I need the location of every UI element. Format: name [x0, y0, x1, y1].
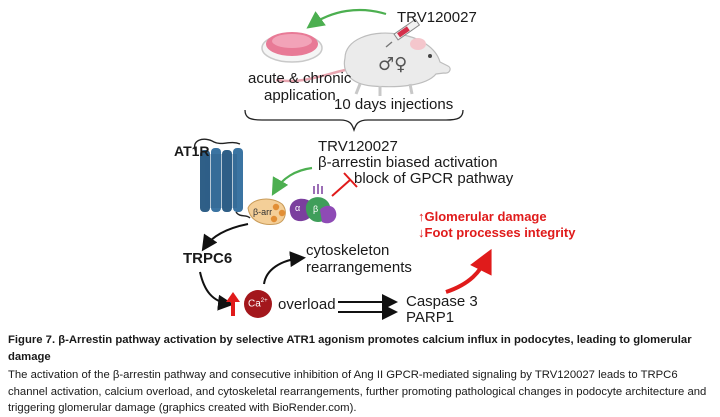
- brace: [244, 109, 464, 133]
- calcium-label: Ca2+: [248, 298, 268, 309]
- biased-activation-arrow: [271, 166, 313, 196]
- inhibition-icon: [331, 172, 358, 197]
- to-damage-arrow: [445, 248, 492, 294]
- caption-title: Figure 7. β-Arrestin pathway activation …: [8, 334, 692, 363]
- application-label-line2: application: [264, 87, 336, 104]
- receptor-label: AT1R: [174, 143, 210, 159]
- beta-arrestin-label: β-arr: [253, 207, 273, 217]
- effect-glomerular-damage: ↑Glomerular damage: [418, 209, 547, 224]
- beta-arrestin-icon: [247, 198, 286, 225]
- drug-to-dish-arrow: [306, 8, 387, 29]
- rat-icon: ♂♀: [275, 32, 451, 96]
- block-label: block of GPCR pathway: [354, 170, 514, 187]
- cytoskeleton-label-line1: cytoskeleton: [306, 242, 390, 259]
- at1r-receptor-icon: [193, 138, 251, 219]
- increase-arrow-icon: [226, 292, 240, 316]
- channel-label: TRPC6: [183, 250, 233, 267]
- g-protein-icon: [289, 184, 337, 224]
- syringe-icon: [385, 18, 421, 48]
- drug-label-top: TRV120027: [397, 9, 477, 26]
- to-cytoskeleton-arrow: [263, 251, 306, 285]
- cytoskeleton-label-line2: rearrangements: [306, 259, 412, 276]
- biased-activation-label: β-arrestin biased activation: [318, 154, 498, 171]
- caption-body: The activation of the β-arrestin pathway…: [8, 369, 707, 414]
- calcium-charge: 2+: [260, 298, 268, 304]
- pathway-figure: ♂♀: [174, 8, 576, 326]
- calcium-ion-icon: [244, 290, 272, 318]
- parp-label: PARP1: [406, 309, 455, 326]
- trpc6-to-calcium-arrow: [199, 271, 234, 311]
- calcium-symbol: Ca: [248, 298, 261, 310]
- figure-caption: Figure 7. β-Arrestin pathway activation …: [8, 332, 712, 417]
- drug-label-mid: TRV120027: [318, 138, 398, 155]
- g-alpha-label: α: [295, 203, 301, 213]
- overload-label: overload: [278, 296, 336, 313]
- injections-label: 10 days injections: [334, 96, 454, 113]
- petri-dish-icon: [261, 32, 323, 63]
- svg-text:♂♀: ♂♀: [378, 54, 407, 75]
- application-label-line1: acute & chronic: [248, 70, 352, 87]
- effect-foot-processes: ↓Foot processes integrity: [418, 225, 576, 240]
- to-trpc6-arrow: [201, 223, 249, 252]
- g-beta-label: β: [313, 204, 319, 214]
- caspase-label: Caspase 3: [406, 293, 478, 310]
